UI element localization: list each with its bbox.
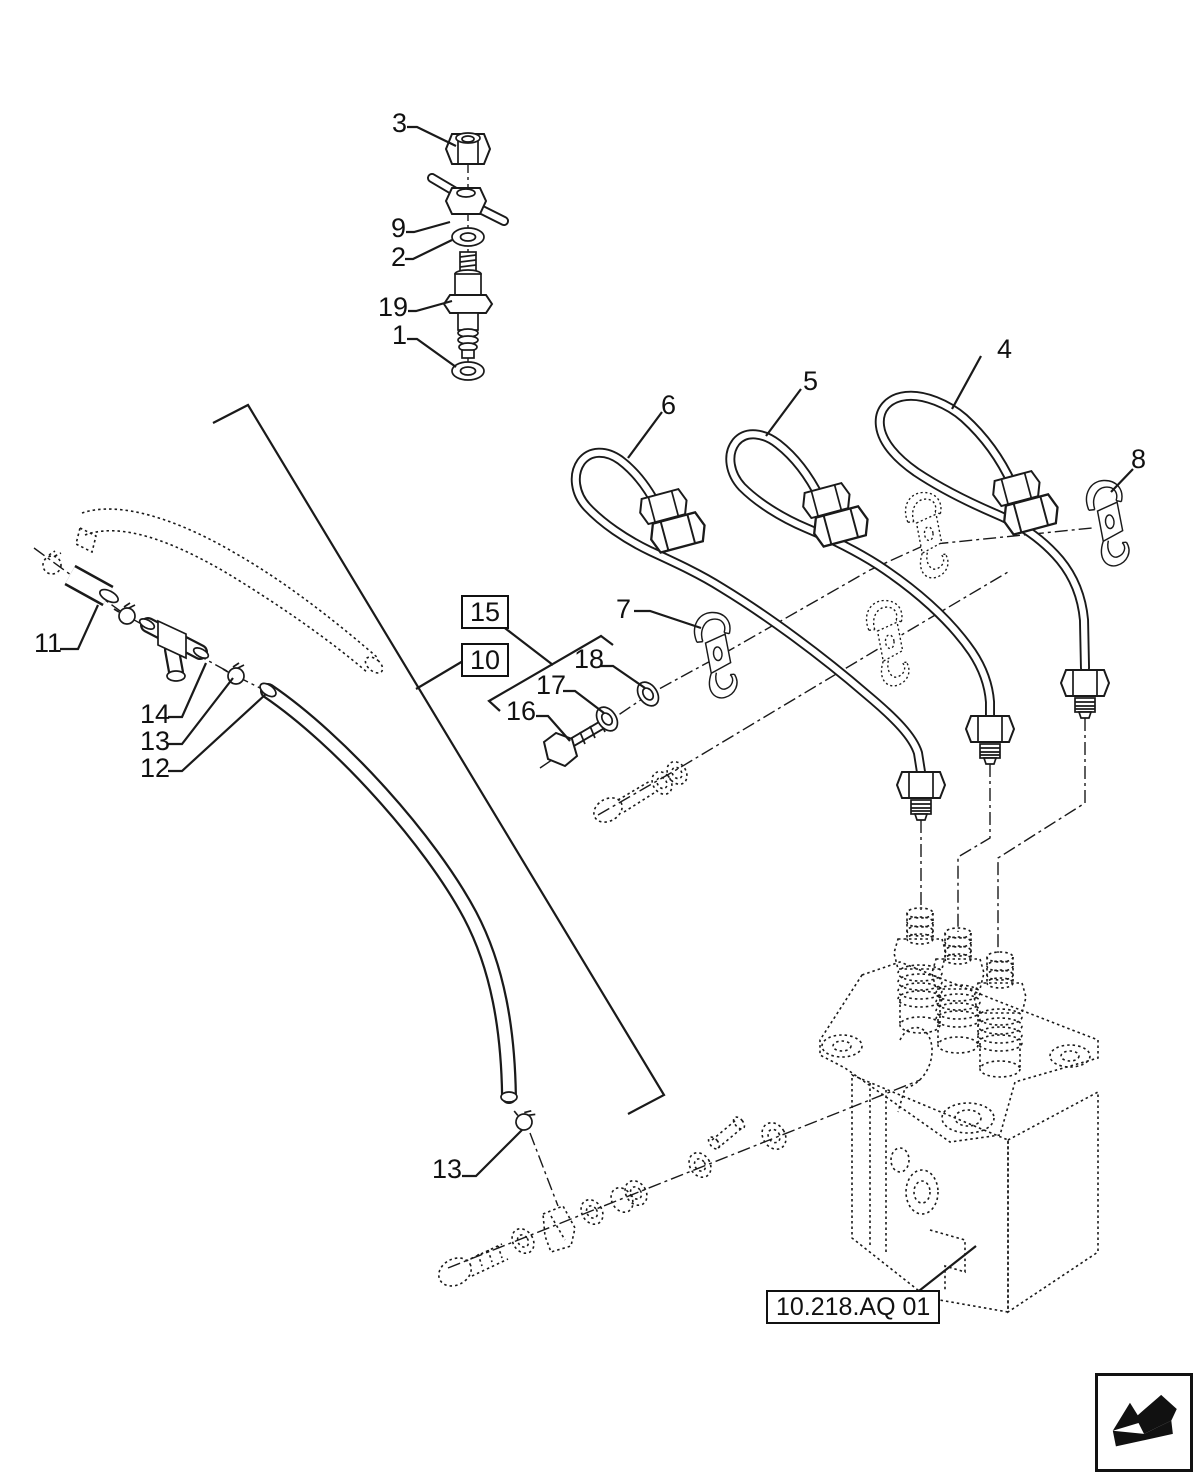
part-label-13[interactable]: 13 bbox=[140, 726, 171, 756]
fuel-line-5 bbox=[730, 434, 1015, 765]
reference-figure-link[interactable]: 10.218.AQ 01 bbox=[766, 1290, 941, 1324]
part-label-12[interactable]: 12 bbox=[140, 753, 171, 783]
reference-clip-lower bbox=[863, 597, 912, 689]
part-label-13b[interactable]: 13 bbox=[432, 1154, 463, 1184]
part-label-7[interactable]: 7 bbox=[616, 594, 632, 624]
center-axes bbox=[33, 160, 1093, 1269]
reference-hose bbox=[42, 508, 384, 674]
part-label-16[interactable]: 16 bbox=[506, 696, 537, 726]
injector-nut-3 bbox=[444, 132, 492, 165]
hose-12 bbox=[259, 682, 518, 1102]
reference-clip-upper bbox=[902, 489, 951, 581]
part-label-17[interactable]: 17 bbox=[536, 670, 567, 700]
part-label-5[interactable]: 5 bbox=[803, 366, 819, 396]
part-label-18[interactable]: 18 bbox=[574, 644, 605, 674]
part-label-14[interactable]: 14 bbox=[140, 699, 171, 729]
group-brackets bbox=[212, 403, 977, 1299]
hose-clamp-13 bbox=[508, 1104, 537, 1134]
leader-lines bbox=[60, 125, 1134, 1178]
part-label-19[interactable]: 19 bbox=[378, 292, 409, 322]
injection-pump bbox=[819, 907, 1099, 1314]
group-label-10[interactable]: 10 bbox=[461, 643, 510, 677]
line-clip-7 bbox=[691, 609, 740, 701]
page-back-button[interactable] bbox=[1095, 1373, 1193, 1472]
part-label-1[interactable]: 1 bbox=[392, 320, 408, 350]
part-label-11[interactable]: 11 bbox=[34, 628, 63, 658]
hose-11 bbox=[64, 564, 119, 607]
part-label-4[interactable]: 4 bbox=[997, 334, 1013, 364]
washer-2 bbox=[451, 227, 485, 247]
group-label-15[interactable]: 15 bbox=[461, 595, 510, 629]
injector-19 bbox=[442, 251, 494, 359]
hose-clamp-13 bbox=[222, 662, 245, 685]
reference-mounting-hardware bbox=[437, 1116, 787, 1287]
leak-off-tee-9 bbox=[427, 173, 509, 226]
page-back-arrow-icon bbox=[1112, 1394, 1177, 1446]
part-label-9[interactable]: 9 bbox=[391, 213, 407, 243]
part-label-6[interactable]: 6 bbox=[661, 390, 677, 420]
washer-1 bbox=[451, 361, 485, 381]
reference-clip-hardware bbox=[593, 760, 688, 823]
fuel-line-4 bbox=[880, 396, 1110, 719]
part-label-8[interactable]: 8 bbox=[1131, 444, 1147, 474]
line-clip-8 bbox=[1083, 477, 1132, 569]
part-label-2[interactable]: 2 bbox=[391, 242, 407, 272]
tee-fitting-14 bbox=[138, 617, 210, 682]
hose-clamp-13 bbox=[113, 602, 136, 625]
part-label-3[interactable]: 3 bbox=[392, 108, 408, 138]
